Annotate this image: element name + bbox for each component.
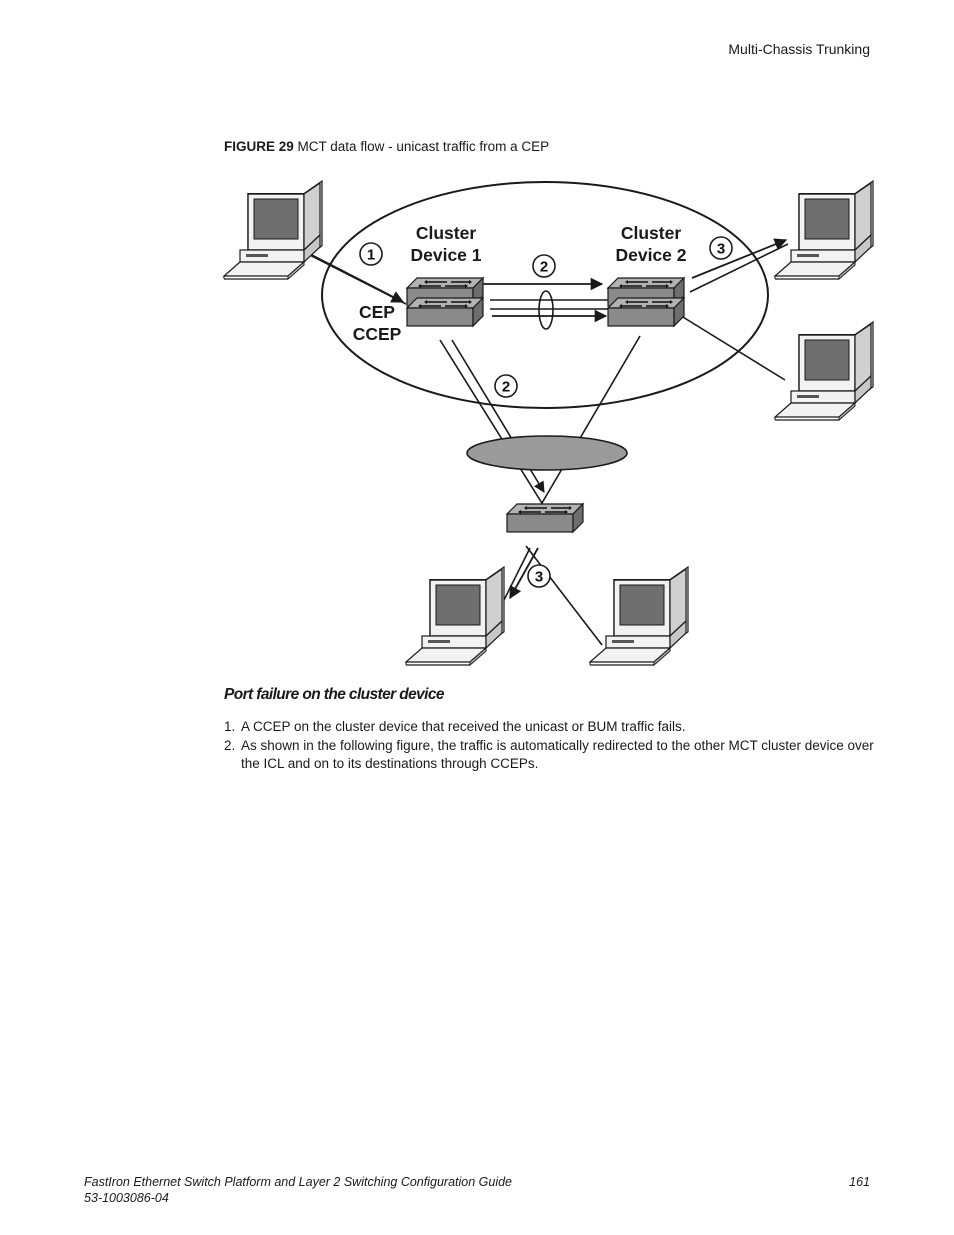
label-cluster-1-line1: Cluster — [416, 223, 476, 243]
client-switch — [506, 503, 584, 533]
list-item-text: A CCEP on the cluster device that receiv… — [241, 719, 686, 734]
running-header: Multi-Chassis Trunking — [728, 41, 870, 57]
step-3b-badge: 3 — [527, 564, 551, 588]
step-1-badge: 1 — [359, 242, 383, 266]
label-cluster-1-line2: Device 1 — [410, 245, 481, 265]
list-item: 2. As shown in the following figure, the… — [224, 737, 874, 773]
label-cluster-2-line1: Cluster — [621, 223, 681, 243]
svg-text:3: 3 — [535, 569, 543, 586]
step-3a-badge: 3 — [709, 236, 733, 260]
label-cluster-2-line2: Device 2 — [615, 245, 686, 265]
footer-doc-number: 53-1003086-04 — [84, 1191, 169, 1205]
pc-top-left-icon — [223, 180, 323, 280]
steps-list: 1. A CCEP on the cluster device that rec… — [224, 718, 874, 774]
cluster-device-2-switch-bottom — [607, 297, 685, 327]
footer-page-number: 161 — [849, 1175, 870, 1189]
section-heading: Port failure on the cluster device — [224, 686, 445, 703]
list-item-text: As shown in the following figure, the tr… — [241, 738, 874, 771]
pc-top-right-icon — [774, 180, 874, 280]
list-item-number: 2. — [224, 738, 236, 753]
footer-guide-title: FastIron Ethernet Switch Platform and La… — [84, 1175, 512, 1189]
lag-oval — [466, 435, 628, 471]
figure-title: MCT data flow - unicast traffic from a C… — [297, 139, 550, 154]
svg-text:3: 3 — [717, 241, 725, 258]
cluster-device-1-switch-bottom — [406, 297, 484, 327]
svg-text:2: 2 — [540, 259, 548, 276]
list-item-number: 1. — [224, 719, 236, 734]
pc-bottom-right-icon — [589, 566, 689, 666]
mct-diagram: Cluster Device 1 Cluster Device 2 CEP CC… — [223, 180, 874, 666]
label-ccep: CCEP — [353, 324, 402, 344]
svg-text:1: 1 — [367, 247, 375, 264]
figure-number: FIGURE 29 — [224, 139, 294, 154]
cluster-ellipse — [321, 181, 769, 409]
pc-bottom-left-icon — [405, 566, 505, 666]
figure-caption: FIGURE 29 MCT data flow - unicast traffi… — [224, 139, 549, 154]
step-2b-badge: 2 — [494, 374, 518, 398]
list-item: 1. A CCEP on the cluster device that rec… — [224, 718, 874, 736]
label-cep: CEP — [359, 302, 395, 322]
step-2a-badge: 2 — [532, 254, 556, 278]
svg-text:2: 2 — [502, 379, 510, 396]
pc-mid-right-icon — [774, 321, 874, 421]
